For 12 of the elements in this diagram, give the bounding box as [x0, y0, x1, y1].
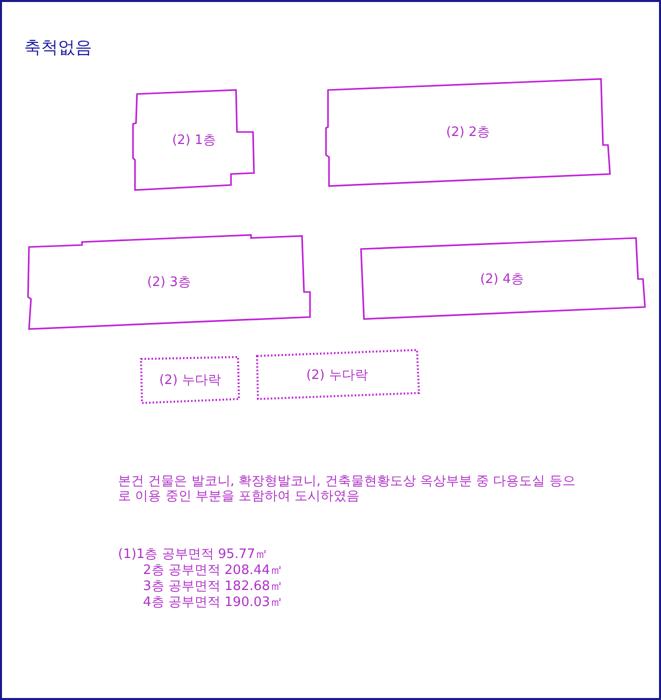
area-text: (1)1층 공부면적 95.77㎡	[118, 547, 270, 562]
area-text: 4층 공부면적 190.03㎡	[143, 595, 284, 610]
note-text: 본건 건물은 발코니, 확장형발코니, 건축물현황도상 옥상부분 중 다용도실 등으로 이용 중인 부분을 포함하여 도시하였음	[118, 474, 576, 504]
floor-label: (2) 2층	[446, 124, 490, 141]
area-text: 2층 공부면적 208.44㎡	[143, 563, 284, 578]
floor-label: (2) 4층	[480, 271, 524, 288]
floor-label: (2) 3층	[147, 274, 191, 291]
floor-label: (2) 누다락	[306, 367, 368, 384]
floor-label: (2) 누다락	[159, 372, 221, 389]
floor-label: (2) 1층	[172, 132, 216, 149]
scale-note: 축척없음	[24, 37, 92, 59]
area-text: 3층 공부면적 182.68㎡	[143, 579, 284, 594]
